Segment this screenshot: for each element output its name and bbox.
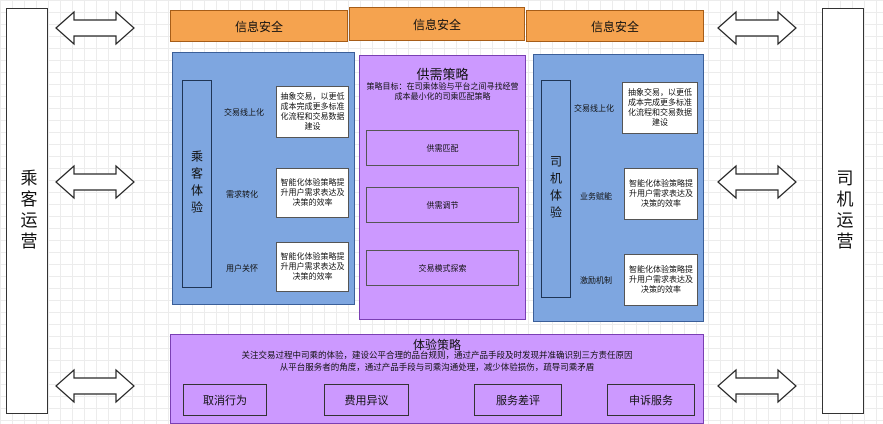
double-arrow-icon (55, 11, 135, 45)
passenger-row-label: 需求转化 (226, 190, 258, 199)
passenger-row-label: 用户关怀 (226, 264, 258, 273)
info-security-label: 信息安全 (412, 17, 461, 32)
passenger-row-desc: 智能化体验策略提升用户需求表达及决策的效率 (276, 168, 349, 218)
experience-strategy-line-2: 从平台服务者的角度，通过产品手段与司乘沟通处理，减少体验损伤，疏导司乘矛盾 (279, 363, 595, 373)
supply-demand-goal: 策略目标：在司乘体验与平台之间寻找经营成本最小化的司乘匹配策略 (366, 82, 519, 101)
passenger-row-desc: 抽象交易，以更低成本完成更多标准化流程和交易数据建设 (276, 86, 349, 138)
double-arrow-icon (55, 369, 135, 403)
info-security-box-2: 信息安全 (349, 7, 525, 41)
info-security-box-3: 信息安全 (526, 10, 704, 42)
driver-experience-title: 司机体验 (548, 155, 563, 223)
driver-row-desc: 智能化体验策略提升用户需求表达及决策的效率 (624, 168, 698, 220)
supply-demand-item: 交易模式探索 (366, 250, 519, 286)
info-security-box-1: 信息安全 (170, 10, 348, 42)
experience-strategy-line-1: 关注交易过程中司乘的体验，建设公平合理的品台规则，通过产品手段及时发现并准确识别… (241, 351, 633, 361)
passenger-row-label: 交易线上化 (224, 108, 264, 117)
driver-experience-title-box: 司机体验 (541, 80, 571, 298)
double-arrow-icon (55, 165, 135, 199)
passenger-operations-column: 乘客运营 (6, 8, 48, 414)
driver-row-label: 交易线上化 (574, 104, 614, 113)
passenger-experience-title-box: 乘客体验 (182, 80, 212, 288)
supply-demand-item: 供需匹配 (366, 130, 519, 166)
driver-row-desc: 智能化体验策略提升用户需求表达及决策的效率 (624, 254, 698, 306)
fee-dispute-box: 费用异议 (324, 384, 409, 416)
experience-strategy-title: 体验策略 (412, 338, 461, 352)
info-security-label: 信息安全 (590, 19, 639, 34)
supply-demand-item: 供需调节 (366, 187, 519, 223)
appeal-service-box: 申诉服务 (607, 384, 695, 416)
driver-row-desc: 抽象交易，以更低成本完成更多标准化流程和交易数据建设 (622, 82, 698, 134)
driver-row-label: 业务赋能 (580, 192, 612, 201)
cancel-behavior-box: 取消行为 (183, 384, 267, 416)
passenger-row-desc: 智能化体验策略提升用户需求表达及决策的效率 (276, 242, 349, 292)
double-arrow-icon (717, 11, 797, 45)
double-arrow-icon (717, 165, 797, 199)
passenger-experience-title: 乘客体验 (189, 150, 204, 218)
service-bad-review-box: 服务差评 (474, 384, 562, 416)
driver-row-label: 激励机制 (580, 276, 612, 285)
driver-operations-label: 司机运营 (832, 169, 853, 253)
passenger-operations-label: 乘客运营 (16, 169, 37, 253)
driver-operations-column: 司机运营 (822, 8, 864, 414)
info-security-label: 信息安全 (234, 19, 283, 34)
double-arrow-icon (717, 369, 797, 403)
supply-demand-title: 供需策略 (416, 68, 469, 83)
